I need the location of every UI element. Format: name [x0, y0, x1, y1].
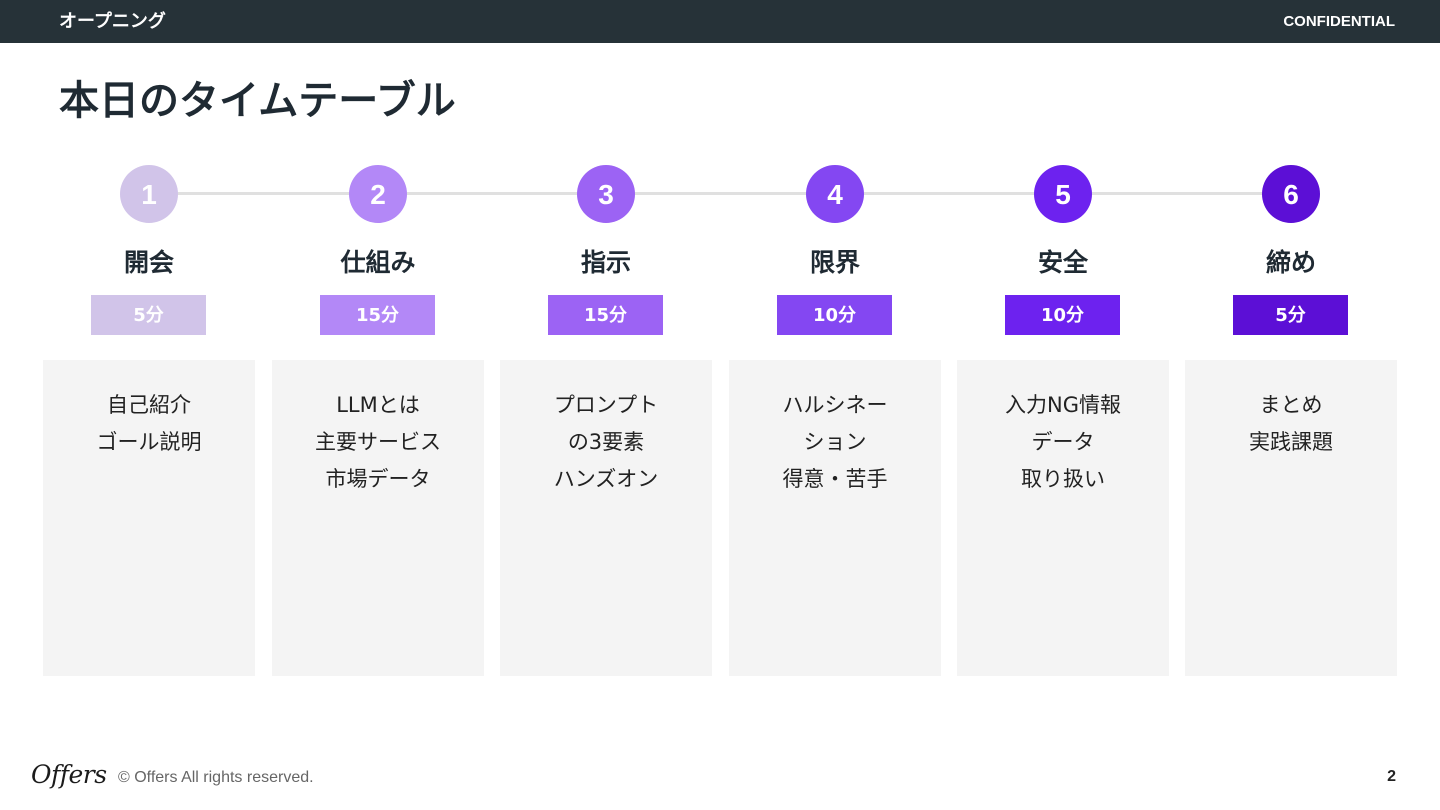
- card-text-line: プロンプト: [553, 393, 659, 417]
- timeline-connector: [148, 192, 1290, 195]
- section-title: オープニング: [59, 11, 166, 32]
- card-text-line: ハンズオン: [553, 467, 659, 491]
- copyright-text: © Offers All rights reserved.: [118, 769, 314, 786]
- step-number-circle: 2: [349, 165, 407, 223]
- card-text-line: ハルシネー: [782, 393, 888, 417]
- card-text-line: 自己紹介: [107, 393, 191, 417]
- step-name: 締め: [1265, 248, 1316, 277]
- step-detail-card: 自己紹介ゴール説明: [43, 360, 255, 676]
- step-number-circle: 4: [806, 165, 864, 223]
- step-number-circle: 1: [120, 165, 178, 223]
- card-text-line: 得意・苦手: [782, 467, 888, 491]
- card-text-line: LLMとは: [336, 393, 420, 417]
- card-text-line: 実践課題: [1249, 430, 1333, 454]
- step-detail-card: LLMとは主要サービス市場データ: [272, 360, 484, 676]
- page-title: 本日のタイムテーブル: [59, 78, 456, 124]
- card-text-line: データ: [1031, 430, 1095, 454]
- duration-badge: 15分: [320, 295, 435, 335]
- confidential-label: CONFIDENTIAL: [1283, 13, 1395, 30]
- card-text-line: 主要サービス: [315, 430, 441, 454]
- step-number-circle: 3: [577, 165, 635, 223]
- duration-badge: 10分: [1005, 295, 1120, 335]
- page-number: 2: [1387, 768, 1396, 785]
- step-detail-card: プロンプトの3要素ハンズオン: [500, 360, 712, 676]
- step-detail-card: まとめ実践課題: [1185, 360, 1397, 676]
- step-name: 指示: [580, 248, 631, 277]
- card-text-line: 取り扱い: [1021, 467, 1105, 491]
- duration-badge: 5分: [91, 295, 206, 335]
- duration-badge: 15分: [548, 295, 663, 335]
- card-text-line: の3要素: [567, 430, 645, 454]
- step-number-circle: 5: [1034, 165, 1092, 223]
- step-name: 仕組み: [340, 248, 416, 277]
- card-text-line: ゴール説明: [96, 430, 202, 454]
- step-detail-card: ハルシネーション得意・苦手: [729, 360, 941, 676]
- card-text-line: ション: [803, 430, 867, 454]
- step-name: 開会: [123, 248, 174, 277]
- duration-badge: 5分: [1233, 295, 1348, 335]
- card-text-line: 入力NG情報: [1005, 393, 1121, 417]
- top-bar: オープニング CONFIDENTIAL: [0, 0, 1440, 43]
- card-text-line: 市場データ: [325, 467, 431, 491]
- offers-logo: Offers: [31, 760, 107, 789]
- duration-badge: 10分: [777, 295, 892, 335]
- card-text-line: まとめ: [1259, 393, 1323, 417]
- step-detail-card: 入力NG情報データ取り扱い: [957, 360, 1169, 676]
- step-name: 限界: [809, 248, 860, 277]
- step-name: 安全: [1037, 248, 1088, 277]
- step-number-circle: 6: [1262, 165, 1320, 223]
